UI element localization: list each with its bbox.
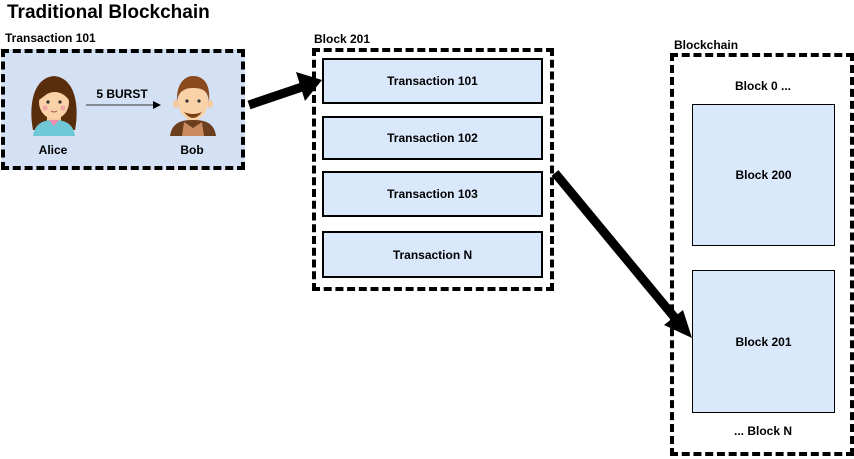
blockchain-bottom-text: ... Block N <box>733 424 793 438</box>
chain-block: Block 200 <box>692 104 835 246</box>
transaction-item: Transaction 102 <box>322 116 543 160</box>
blockchain-top-text: Block 0 ... <box>734 79 792 93</box>
amount-label: 5 BURST <box>96 87 148 101</box>
alice-avatar-icon <box>31 76 77 136</box>
bob-avatar-icon <box>170 76 216 136</box>
receiver-name: Bob <box>180 143 204 157</box>
transaction-label: Transaction 101 <box>5 31 96 45</box>
block-container <box>312 48 554 291</box>
chain-block: Block 201 <box>692 270 835 413</box>
sender-name: Alice <box>38 143 68 157</box>
block-label: Block 201 <box>314 32 371 46</box>
diagram-title: Traditional Blockchain <box>7 2 210 23</box>
transaction-item: Transaction 101 <box>322 58 543 104</box>
transaction-item: Transaction 103 <box>322 171 543 217</box>
blockchain-label: Blockchain <box>674 38 739 52</box>
transaction-item: Transaction N <box>322 231 543 278</box>
